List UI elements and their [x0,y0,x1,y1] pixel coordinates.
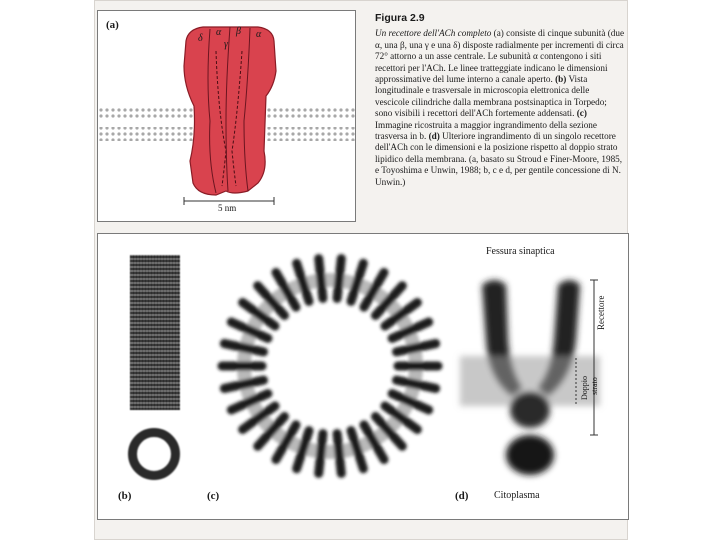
receptor-spoke [226,317,273,343]
receptor-body [183,26,277,196]
receptor-spokes [217,254,443,478]
vesicle-longitudinal-micrograph [130,255,180,410]
receptor-spoke [238,401,280,434]
receptor-ring-reconstruction [217,254,443,478]
figure-a-label: (a) [106,19,119,31]
receptor-spoke [238,298,280,331]
receptor-spoke [359,420,389,465]
receptor-spoke [380,401,422,434]
receptor-spoke [392,339,441,357]
receptor-spoke [392,375,441,393]
receptor-spoke [271,267,301,312]
receptor-spoke [271,420,301,465]
subunit-label-2: α [216,27,222,38]
figure-b-label: (b) [118,490,132,502]
receptor-spoke [332,254,346,303]
receptor-spoke [346,258,368,306]
receptor-spoke [314,429,328,478]
figure-caption: Figura 2.9 Un recettore dell'ACh complet… [375,12,625,188]
receptor-spoke [387,389,434,415]
receptor-spoke [371,281,407,320]
subunit-label-4: α [256,29,262,40]
receptor-middle-blob [510,392,550,428]
caption-title: Figura 2.9 [375,12,425,24]
receptor-spoke [387,317,434,343]
subunit-line-3 [243,27,251,192]
receptor-diagram [98,26,355,205]
receptor-spoke [359,267,389,312]
receptor-spoke [380,298,422,331]
receptor-spoke [292,258,314,306]
vesicle-transverse-micrograph [128,428,180,480]
caption-text: Un recettore dell'ACh completo (a) consi… [375,28,625,187]
synaptic-cleft-label: Fessura sinaptica [486,246,555,257]
receptor-spoke [292,426,314,474]
scale-bar-label: 5 nm [218,203,237,213]
subunit-line-2 [225,26,231,192]
receptor-spoke [219,375,268,393]
subunit-line-1 [207,28,217,194]
channel-dashed-right [231,50,243,187]
figure-a-panel: (a) δ α β α γ 5 nm [97,10,356,222]
subunit-label-5: γ [224,39,228,50]
cytoplasm-label: Citoplasma [494,490,540,501]
receptor-spoke [314,254,328,303]
receptor-spoke [332,429,346,478]
subunit-label-1: δ [198,33,203,44]
receptor-spoke [253,412,289,451]
figure-d-label: (d) [455,490,469,502]
receptor-spoke [371,412,407,451]
bilayer-side-label-2: strato [590,377,599,395]
receptor-side-label: Recettore [596,295,606,330]
channel-dashed-left [215,50,227,187]
single-receptor-image [460,279,600,475]
subunit-label-3: β [236,26,241,37]
receptor-spoke [226,389,273,415]
receptor-spoke [346,426,368,474]
receptor-spoke [253,281,289,320]
bilayer-side-label-1: Doppio [580,376,589,400]
receptor-cytoplasmic-blob [506,435,554,475]
receptor-spoke [219,339,268,357]
figure-c-label: (c) [207,490,220,502]
